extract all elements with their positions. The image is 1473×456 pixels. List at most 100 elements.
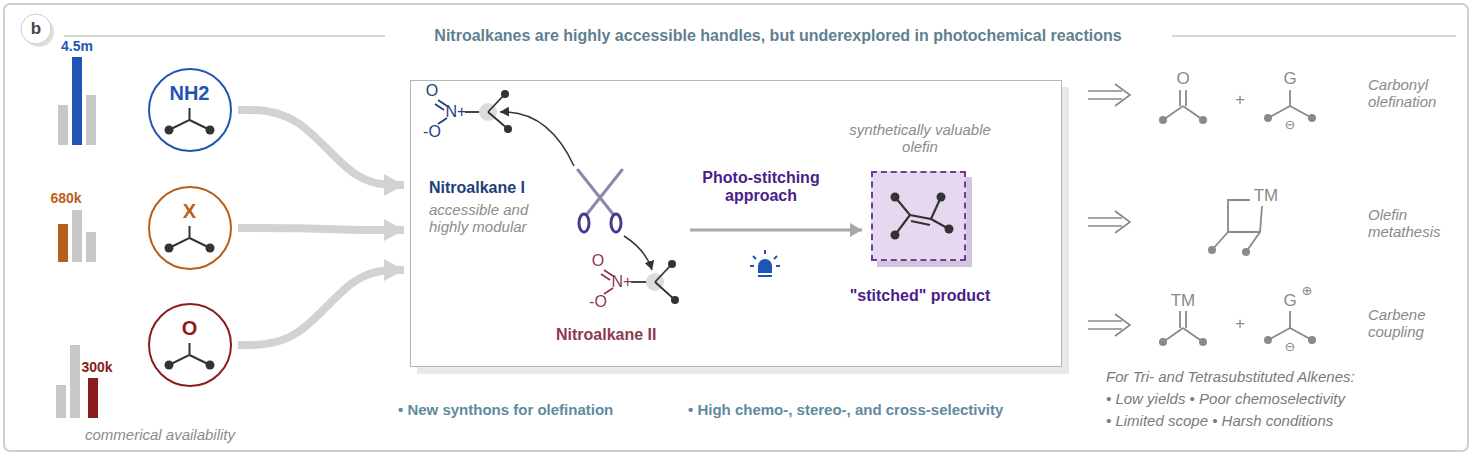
reaction-panel: Nitroalkane Iaccessible and highly modul… — [410, 80, 1062, 367]
drawing-circle — [165, 126, 174, 135]
drawing-path — [169, 226, 210, 248]
drawing-circle — [1264, 336, 1272, 344]
right-structures — [1159, 90, 1316, 346]
drawing-line — [1185, 90, 1187, 106]
drawing-path — [1088, 211, 1130, 233]
feature-bullet: • High chemo-, stereo-, and cross-select… — [688, 401, 1058, 418]
atom-label: N+ — [443, 103, 469, 121]
drawing-circle — [1308, 114, 1316, 122]
drawing-rect — [410, 80, 1062, 367]
title: Nitroalkanes are highly accessible handl… — [378, 27, 1178, 45]
drawing-line — [750, 265, 754, 267]
scissors-icon — [578, 170, 622, 232]
drawing-rect — [86, 232, 96, 262]
drawing-line — [753, 256, 756, 259]
drawing-path — [624, 236, 652, 270]
drawing-line — [1289, 90, 1291, 106]
nitroalkane-2-structure — [601, 260, 679, 304]
drawing-ellipse — [579, 214, 589, 232]
drawing-path — [169, 108, 210, 130]
atom-label: O — [588, 252, 608, 270]
drawing-line — [655, 282, 675, 300]
method-label: Carbonyl olefination — [1368, 76, 1463, 111]
drawing-rect — [70, 345, 80, 418]
node-label: O — [150, 317, 229, 340]
atom-label: -O — [419, 123, 445, 141]
drawing-circle — [937, 193, 946, 202]
limitations-note: • Limited scope • Harsh conditions — [1106, 412, 1466, 429]
drawing-rect — [58, 105, 68, 145]
drawing-circle — [21, 14, 51, 44]
product-box: synthetically valuable olefin"stitched" … — [871, 171, 966, 261]
drawing-line — [758, 275, 772, 277]
drawing-line — [774, 256, 777, 259]
drawing-path — [1088, 314, 1130, 336]
light-icon — [750, 250, 780, 276]
axis-caption: commerical availability — [45, 426, 275, 443]
alkyl-fragment — [150, 305, 229, 384]
drawing-line — [1179, 90, 1181, 106]
drawing-path — [500, 112, 574, 166]
drawing-circle — [206, 244, 215, 253]
drawing-circle — [1199, 116, 1207, 124]
drawing-rect — [86, 95, 96, 145]
drawing-path — [1088, 84, 1130, 106]
drawing-ellipse — [611, 214, 621, 232]
drawing-rect — [72, 57, 82, 145]
drawing-circle — [1264, 114, 1272, 122]
drawing-path — [895, 197, 949, 235]
drawing-line — [601, 274, 610, 280]
drawing-line — [1179, 311, 1181, 328]
feature-bullet: • New synthons for olefination — [398, 401, 678, 418]
node-label: synthetically valuable olefin — [840, 121, 1000, 156]
source-arrow — [238, 270, 404, 345]
drawing-line — [764, 250, 766, 254]
plus-sign: + — [1230, 314, 1250, 334]
node-label: X — [150, 200, 229, 223]
bar-value: 300k — [75, 359, 119, 375]
drawing-circle — [1159, 116, 1167, 124]
drawing-circle — [206, 126, 215, 135]
drawing-rect — [56, 385, 66, 418]
outer-frame — [4, 4, 1468, 451]
atom-label: N+ — [609, 273, 635, 291]
node-text: Nitroalkane II — [556, 326, 706, 344]
limitations-note: • Low yields • Poor chemoselectivity — [1106, 390, 1466, 407]
panel-shadow — [410, 80, 1069, 374]
drawing-line — [64, 35, 385, 37]
group-label: G — [1280, 291, 1300, 311]
drawing-circle — [1308, 336, 1316, 344]
method-label: Olefin metathesis — [1368, 206, 1463, 241]
group-circle: O — [148, 303, 232, 387]
panel-letter: b — [24, 19, 48, 39]
drawing-circle — [891, 193, 900, 202]
drawing-circle — [165, 361, 174, 370]
source-arrow — [238, 110, 404, 185]
node-text: accessible and highly modular — [429, 201, 554, 236]
source-arrow — [238, 228, 404, 230]
drawing-line — [578, 170, 613, 214]
drawing-circle — [1159, 338, 1167, 346]
metal-label: TM — [1251, 186, 1281, 206]
drawing-rect — [72, 210, 82, 262]
drawing-circle — [891, 231, 900, 240]
drawing-circle — [206, 361, 215, 370]
drawing-circle — [1208, 246, 1216, 254]
atom-label: -O — [585, 293, 611, 311]
drawing-line — [776, 265, 780, 267]
drawing-circle — [1242, 248, 1250, 256]
drawing-line — [435, 104, 444, 110]
bar-value: 680k — [44, 190, 88, 206]
charge-label: ⊕ — [1298, 284, 1316, 299]
drawing-circle — [945, 225, 954, 234]
method-label: Carbene coupling — [1368, 306, 1463, 341]
group-circle: X — [148, 186, 232, 270]
panel-badge — [21, 14, 54, 47]
drawing-path — [759, 260, 771, 272]
drawing-line — [1289, 311, 1291, 328]
drawing-line — [587, 170, 622, 214]
drawing-rect — [88, 378, 98, 418]
drawing-circle — [165, 244, 174, 253]
